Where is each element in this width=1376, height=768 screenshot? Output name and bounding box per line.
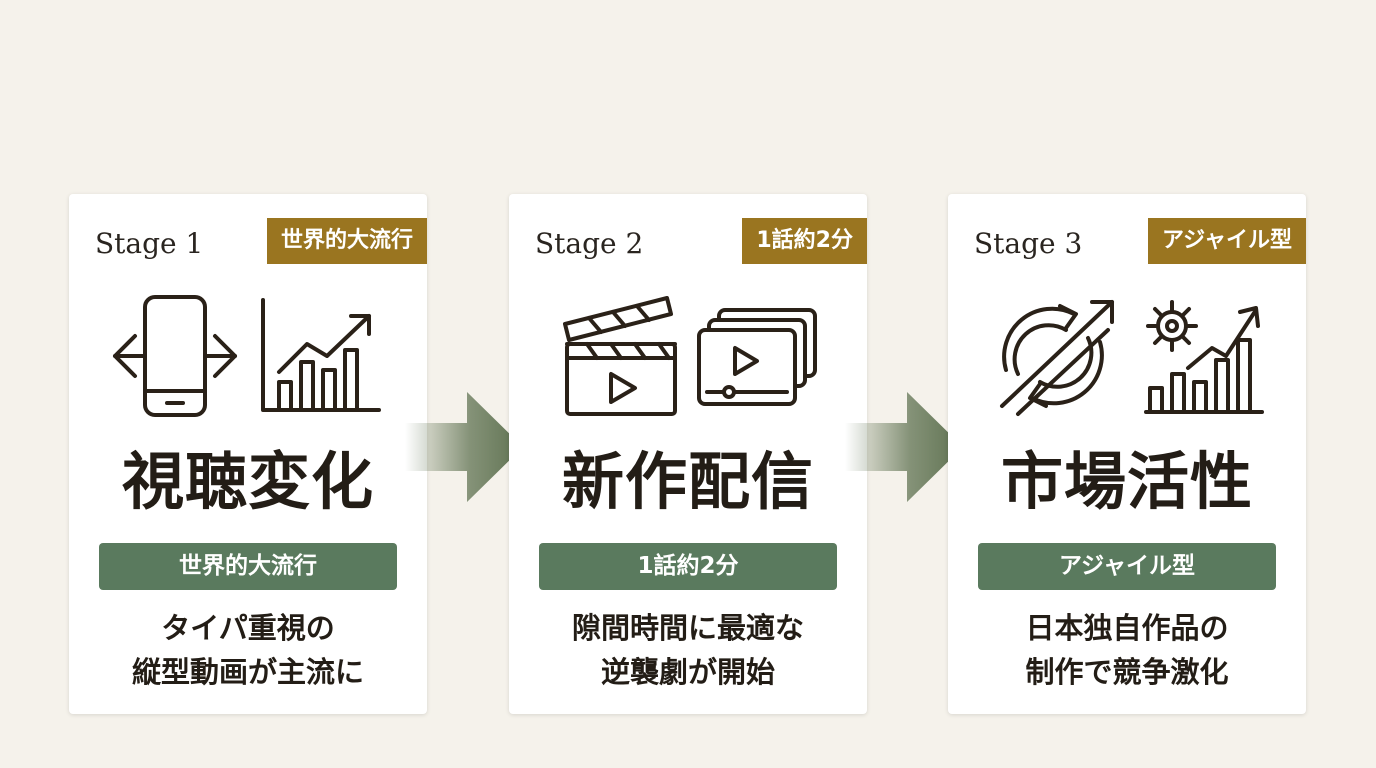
stage-label: Stage 3 <box>974 227 1083 260</box>
description-line-1: タイパ重視の <box>161 611 335 645</box>
stage-tag: 世界的大流行 <box>266 218 427 264</box>
stage-card-3: Stage 3 アジャイル型 <box>948 194 1306 714</box>
stage-title: 新作配信 <box>561 445 814 518</box>
stage-label: Stage 2 <box>535 227 644 260</box>
description-line-1: 日本独自作品の <box>1025 611 1229 645</box>
stage-description: 隙間時間に最適な 逆襲劇が開始 <box>517 606 859 694</box>
flow-arrow-2 <box>845 392 963 506</box>
clapperboard-icon <box>561 294 679 418</box>
stage-title: 市場活性 <box>1000 445 1253 518</box>
cycle-arrows-icon <box>988 294 1122 418</box>
video-stack-icon <box>695 306 819 410</box>
stage-card-2: Stage 2 1話約2分 新作配信 1話約2分 隙間時間 <box>509 194 867 714</box>
description-line-2: 縦型動画が主流に <box>131 655 364 689</box>
description-line-1: 隙間時間に最適な <box>571 611 804 645</box>
stage-description: 日本独自作品の 制作で競争激化 <box>956 606 1298 694</box>
stage-title: 視聴変化 <box>121 445 374 518</box>
stage-description: タイパ重視の 縦型動画が主流に <box>77 606 419 694</box>
stage-card-1: Stage 1 世界的大流行 視聴変化 世界的大流行 タイパ重視の 縦型動画が主… <box>69 194 427 714</box>
stage-band: 1話約2分 <box>539 543 837 590</box>
stage-label: Stage 1 <box>95 227 204 260</box>
stage-tag: 1話約2分 <box>742 218 867 264</box>
stage-band: アジャイル型 <box>978 543 1276 590</box>
stage-tag: アジャイル型 <box>1147 218 1306 264</box>
flow-arrow-1 <box>405 392 523 506</box>
description-line-2: 制作で競争激化 <box>1025 655 1229 689</box>
gear-chart-icon <box>1142 296 1264 416</box>
phone-swipe-icon <box>109 294 239 418</box>
stage-band: 世界的大流行 <box>99 543 397 590</box>
description-line-2: 逆襲劇が開始 <box>600 655 775 689</box>
growth-chart-icon <box>257 298 383 414</box>
